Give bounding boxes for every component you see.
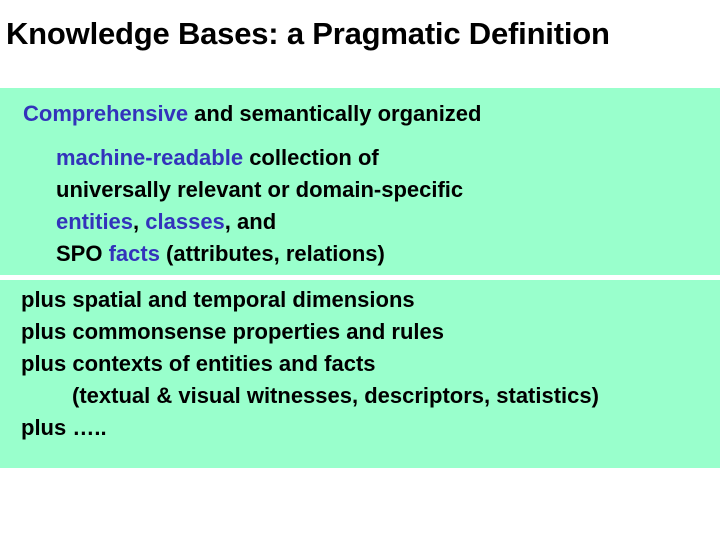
- definition-line-2-rest: collection of: [243, 145, 379, 170]
- page-title: Knowledge Bases: a Pragmatic Definition: [6, 16, 610, 51]
- extras-line-2: plus commonsense properties and rules: [21, 319, 445, 344]
- extras-line-5: plus …..: [21, 415, 107, 440]
- keyword-comprehensive: Comprehensive: [23, 101, 189, 126]
- definition-line-1: Comprehensive and semantically organized: [0, 98, 720, 130]
- keyword-classes: classes: [145, 209, 225, 234]
- definition-line-5: SPO facts (attributes, relations): [0, 238, 720, 270]
- extras-line-4: (textual & visual witnesses, descriptors…: [72, 383, 599, 408]
- definition-line-5-rest: (attributes, relations): [159, 241, 385, 266]
- definition-line-3-text: universally relevant or domain-specific: [56, 177, 464, 202]
- definition-line-5-prefix: SPO: [56, 241, 109, 266]
- keyword-entities: entities: [56, 209, 134, 234]
- definition-line-4: entities, classes, and: [0, 206, 720, 238]
- definition-line-1-rest: and semantically organized: [188, 101, 482, 126]
- extras-line-1: plus spatial and temporal dimensions: [21, 287, 415, 312]
- section-divider: [0, 275, 720, 280]
- extras-line-3: plus contexts of entities and facts: [21, 351, 376, 376]
- extras-block: plus spatial and temporal dimensions plu…: [0, 284, 720, 444]
- keyword-facts: facts: [108, 241, 160, 266]
- definition-line-4-rest: , and: [224, 209, 277, 234]
- keyword-machine-readable: machine-readable: [56, 145, 244, 170]
- definition-line-3: universally relevant or domain-specific: [0, 174, 720, 206]
- definition-line-4-sep: ,: [133, 209, 146, 234]
- content-panel: Comprehensive and semantically organized…: [0, 88, 720, 468]
- definition-block: Comprehensive and semantically organized…: [0, 98, 720, 270]
- definition-line-2: machine-readable collection of: [0, 142, 720, 174]
